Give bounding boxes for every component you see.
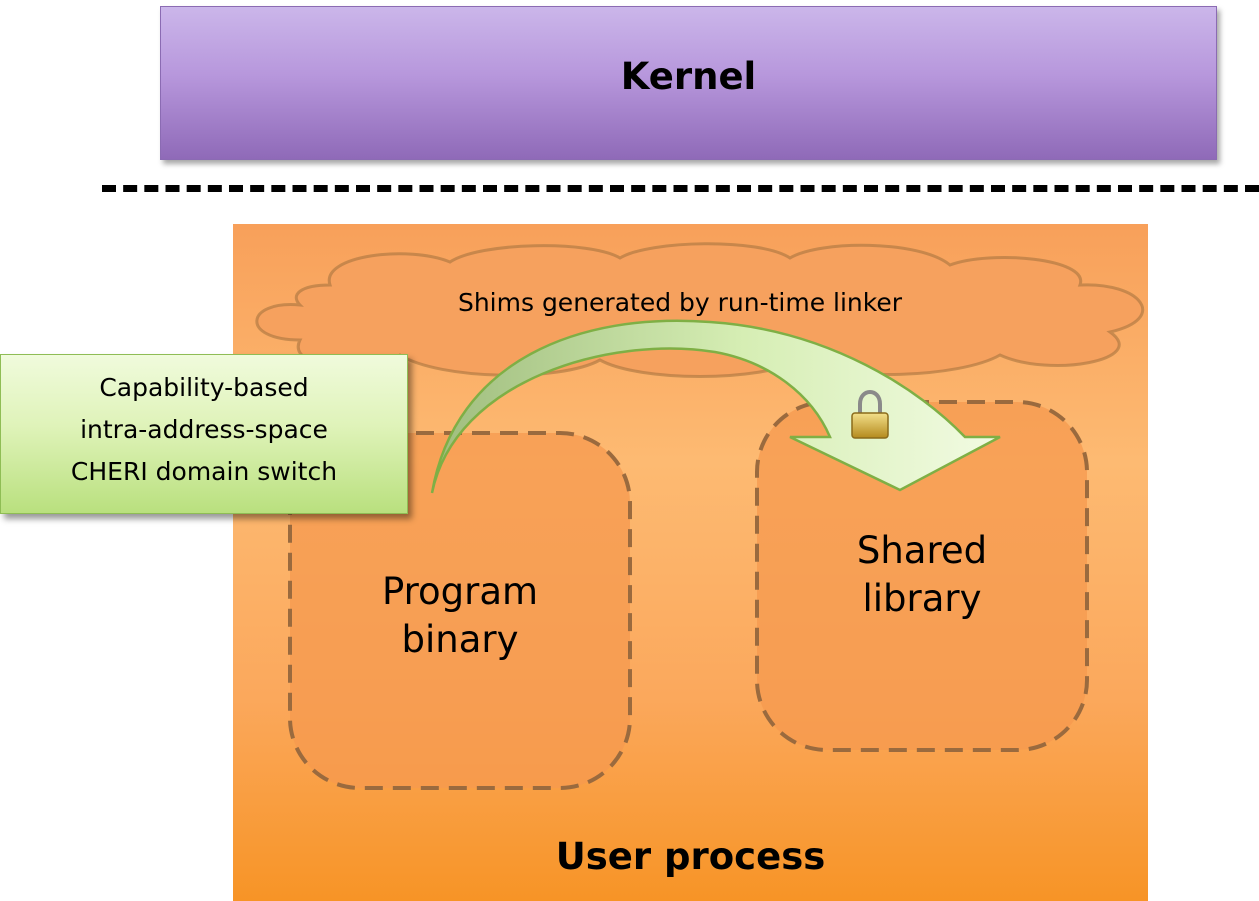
callout-line-3: CHERI domain switch [70,457,338,486]
program-binary-line-1: Program [381,570,539,613]
program-binary-line-2: binary [401,618,519,662]
shims-cloud [255,242,1145,378]
kernel-label: Kernel [620,54,757,98]
kernel-box: Kernel [160,6,1217,160]
shared-library-line-1: Shared [856,529,988,572]
privilege-boundary-line [102,185,1259,192]
shared-library-line-2: library [862,577,982,621]
shims-label: Shims generated by run-time linker [457,288,903,317]
domain-switch-arrow [430,319,1001,494]
user-process-label: User process [555,835,826,878]
program-binary-label: Program binary [330,568,590,664]
callout-line-2: intra-address-space [80,415,328,444]
shared-library-label: Shared library [792,527,1052,623]
domain-switch-callout: Capability-based intra-address-space CHE… [0,354,408,514]
callout-line-1: Capability-based [99,373,309,402]
